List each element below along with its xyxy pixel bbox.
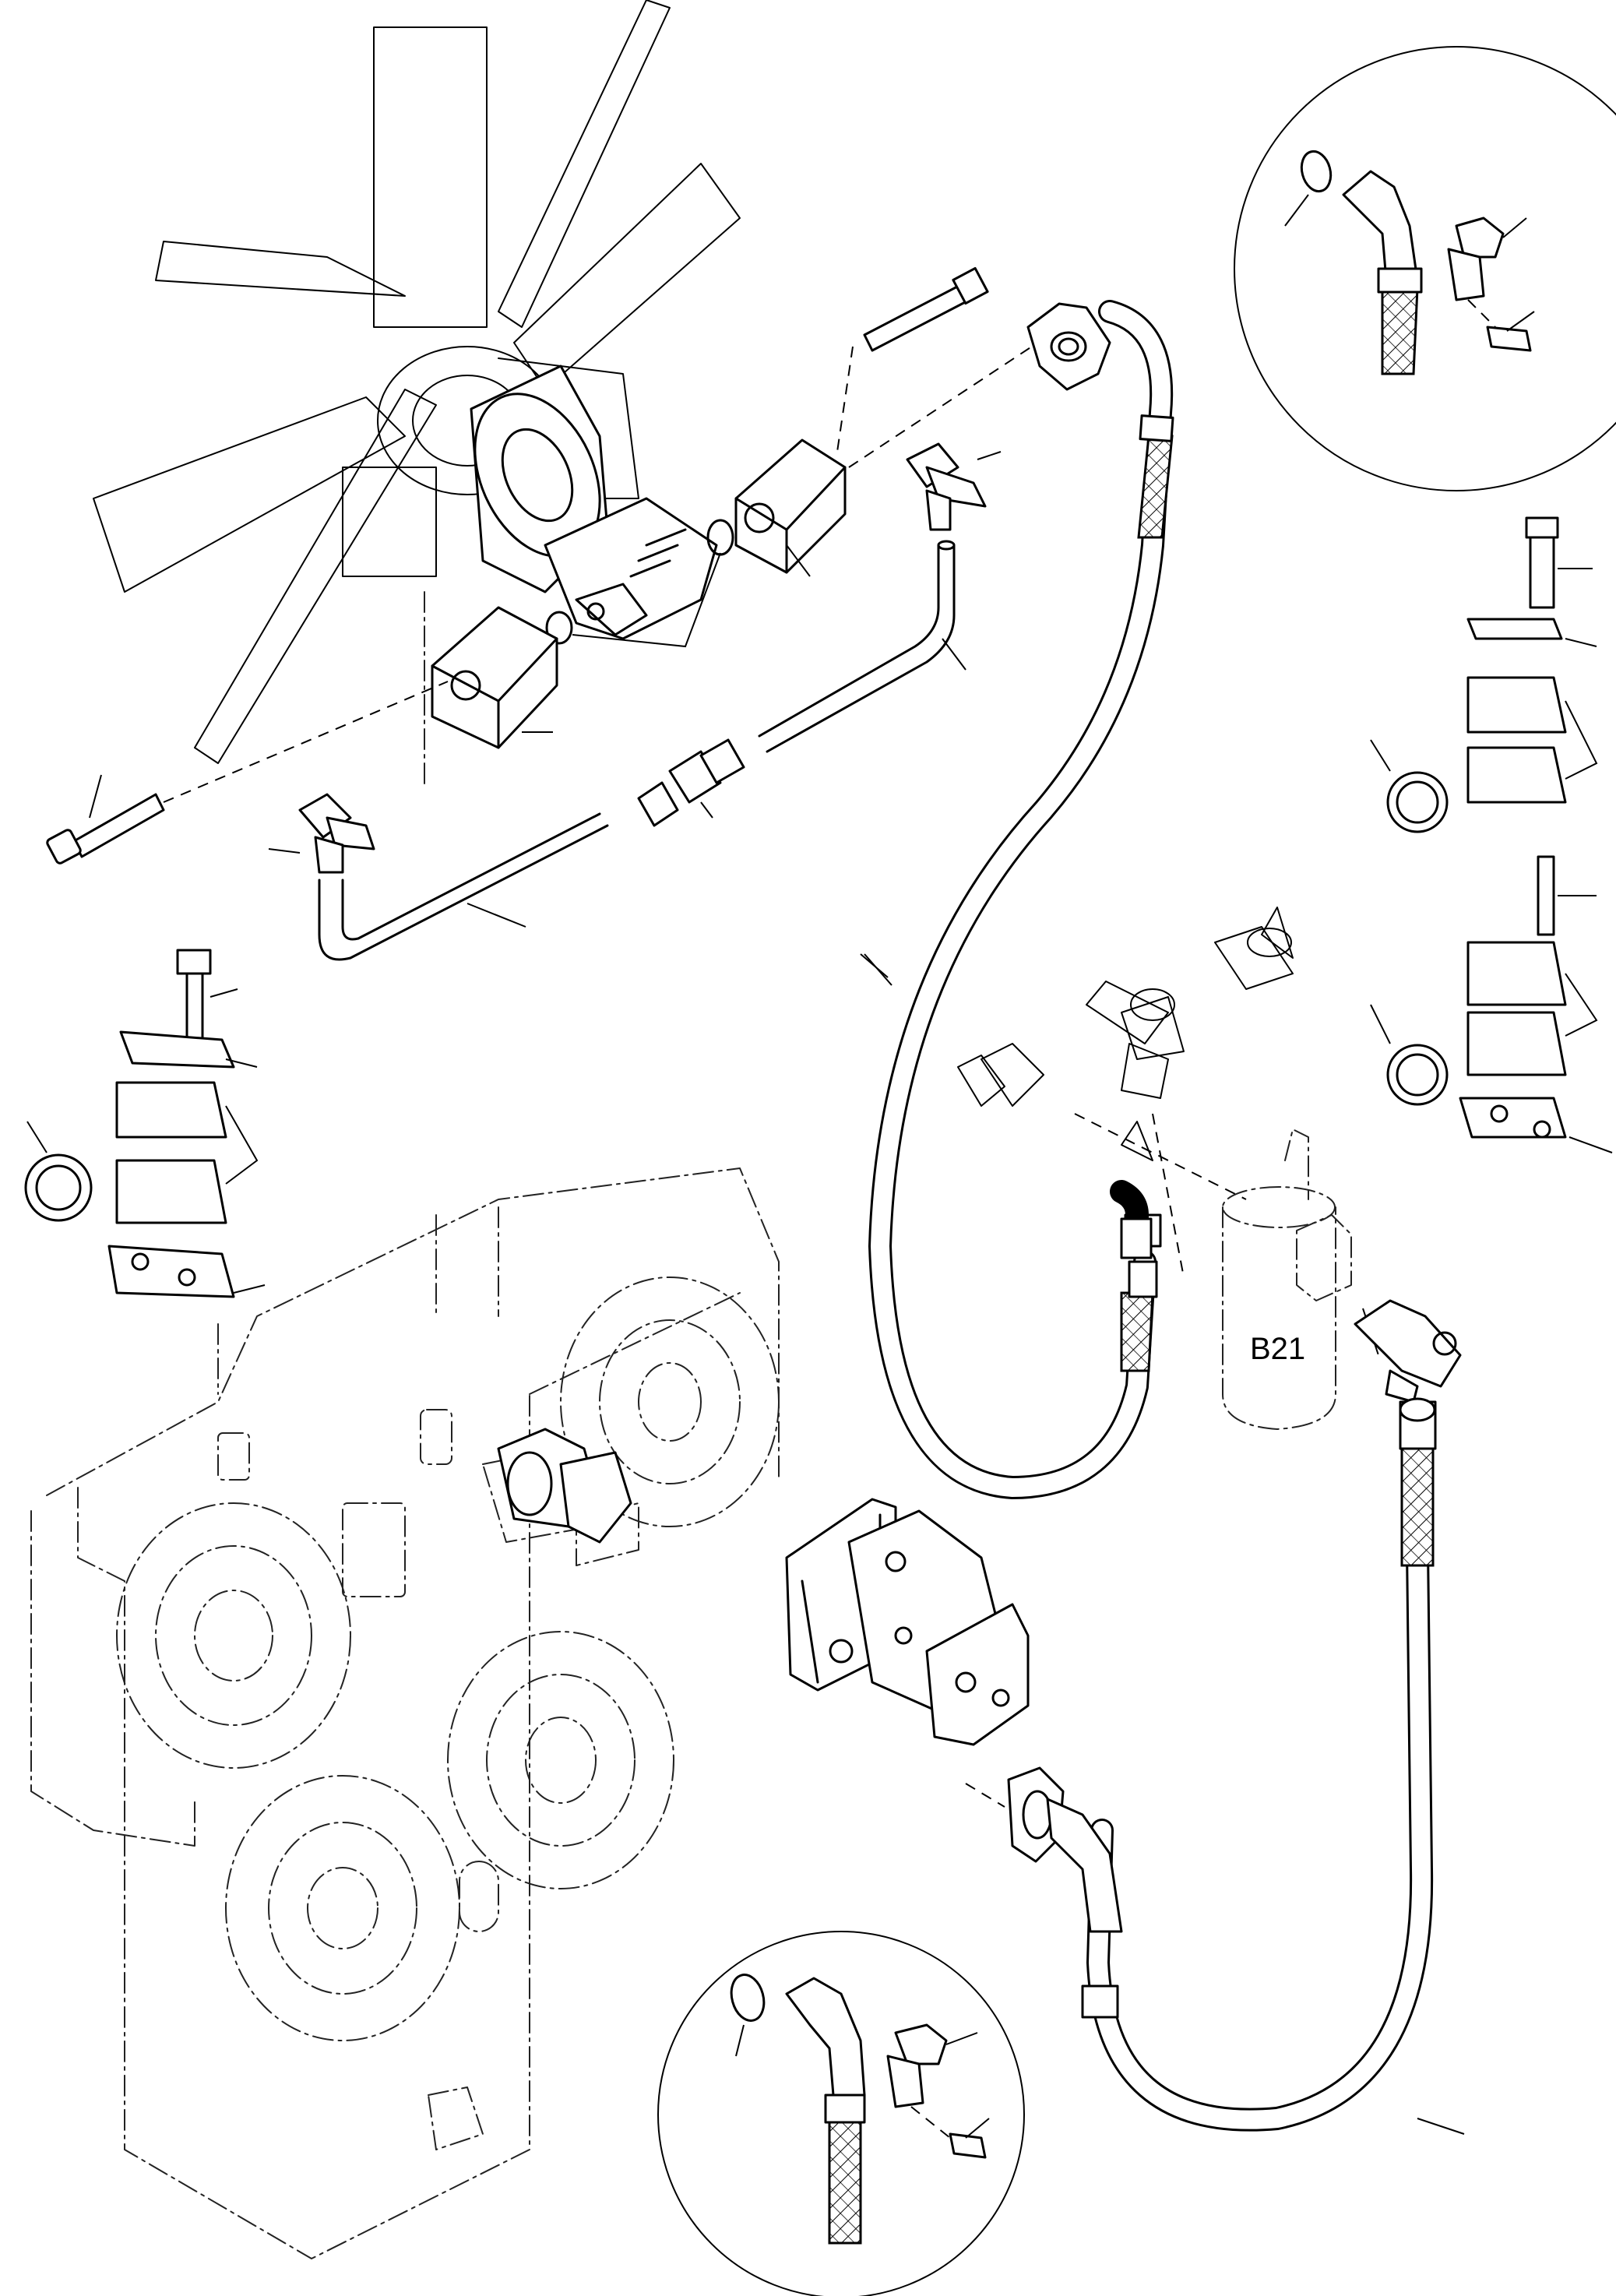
filter-icon: B21	[1222, 1129, 1352, 1430]
detail-view-upper	[1234, 46, 1616, 491]
bolt	[46, 793, 165, 865]
hydraulic-hose-right	[1081, 1397, 1465, 2135]
hydraulic-hose	[868, 300, 1174, 1499]
tee-fitting	[957, 907, 1294, 1161]
fan-icon	[93, 0, 741, 787]
fan-motor	[470, 364, 718, 640]
o-ring	[706, 519, 734, 556]
gearbox-motor	[497, 1428, 632, 1544]
hose-flange	[1026, 302, 1111, 391]
swivel-fitting	[1354, 1299, 1462, 1403]
gearbox-icon	[30, 1167, 780, 2259]
flange-block	[734, 438, 847, 574]
swivel-fitting	[298, 793, 375, 874]
clamp-assembly-right	[1370, 516, 1613, 1153]
o-ring	[545, 611, 573, 645]
clamp-assembly-left	[24, 949, 266, 1298]
hydraulic-hose-short	[1110, 1180, 1153, 1259]
swivel-fitting	[906, 442, 987, 531]
straight-connector	[637, 738, 745, 827]
detail-view-lower	[657, 1931, 1025, 2296]
hydraulic-motor-icon	[785, 1498, 1030, 1746]
flange-block	[431, 606, 558, 749]
bolt	[863, 266, 989, 352]
filter-label: B21	[1250, 1332, 1305, 1366]
hose-flange	[1007, 1766, 1123, 1933]
